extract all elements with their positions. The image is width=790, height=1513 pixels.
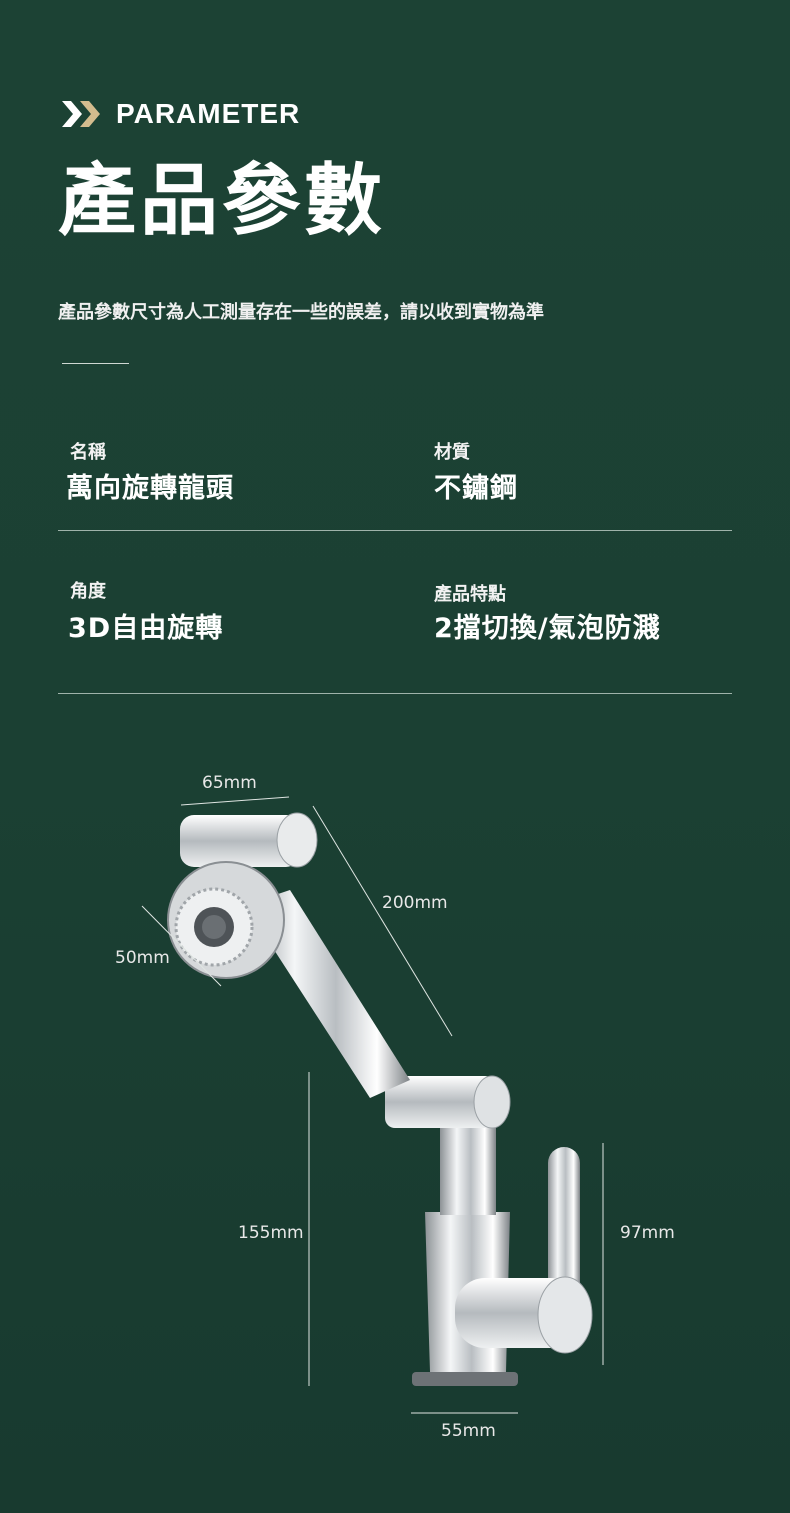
- spec-label-angle: 角度: [70, 581, 106, 602]
- dim-line-arm-length: [312, 805, 453, 1037]
- dim-arm-length: 200mm: [382, 893, 448, 913]
- dim-base-diameter: 55mm: [441, 1421, 496, 1441]
- spec-value-angle: 3D自由旋轉: [68, 613, 224, 644]
- spec-value-name: 萬向旋轉龍頭: [66, 473, 234, 504]
- faucet-image: [167, 812, 593, 1386]
- spec-label-feature: 產品特點: [434, 584, 506, 605]
- spec-value-material: 不鏽鋼: [434, 473, 518, 504]
- spec-label-name: 名稱: [70, 442, 106, 463]
- page-title: 產品參數: [58, 156, 387, 246]
- dim-handle-height: 97mm: [620, 1223, 675, 1243]
- subtitle: 產品參數尺寸為人工測量存在一些的誤差，請以收到實物為準: [58, 302, 544, 323]
- dim-line-head-width: [180, 796, 290, 806]
- divider: [58, 693, 732, 694]
- eyebrow-text: PARAMETER: [116, 98, 301, 129]
- section-eyebrow: PARAMETER: [62, 98, 300, 130]
- spec-value-feature: 2擋切換/氣泡防濺: [434, 613, 661, 644]
- divider-short: [62, 363, 129, 364]
- double-chevron-icon: [62, 101, 100, 127]
- dimension-lines: [141, 796, 604, 1414]
- spec-label-material: 材質: [434, 442, 470, 463]
- dim-head-width: 65mm: [202, 773, 257, 793]
- dim-line-head-diameter: [141, 905, 222, 987]
- dim-head-diameter: 50mm: [115, 948, 170, 968]
- divider: [58, 530, 732, 531]
- dim-total-height: 155mm: [238, 1223, 304, 1243]
